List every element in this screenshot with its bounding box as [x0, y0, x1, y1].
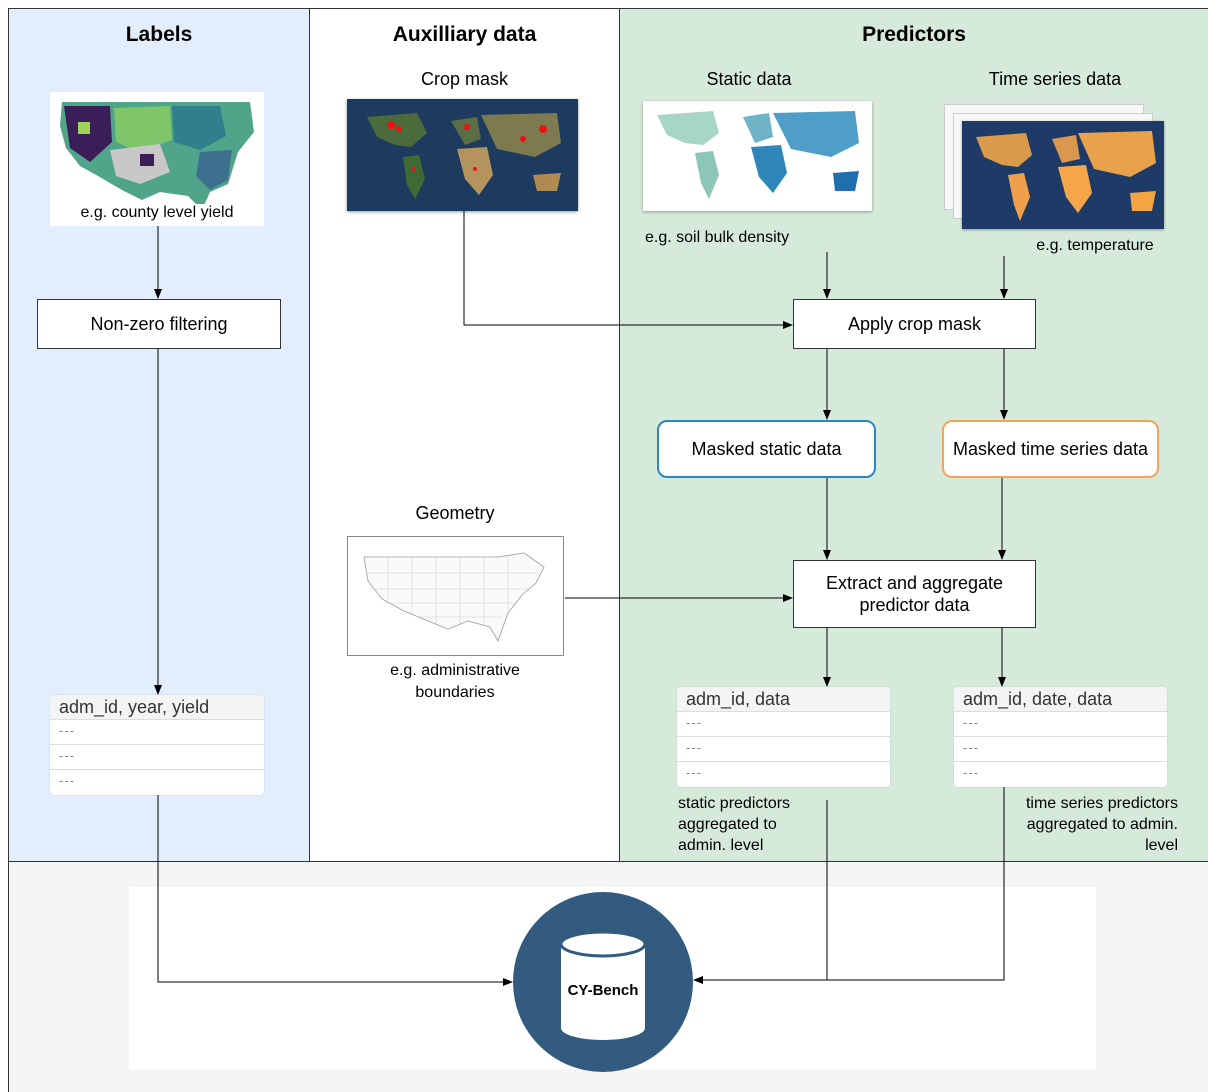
timeseries-title: Time series data [988, 69, 1122, 89]
table-row: --- [59, 773, 75, 788]
geometry-caption-1: e.g. administrative [390, 662, 520, 679]
static-note-line-3: admin. level [678, 837, 764, 854]
table-row: --- [50, 720, 264, 745]
timeseries-table: adm_id, date, data --- --- --- [954, 687, 1167, 787]
extract-aggregate-box: Extract and aggregate predictor data [793, 560, 1036, 628]
auxiliary-heading: Auxilliary data [392, 23, 537, 46]
labels-table-header: adm_id, year, yield [50, 695, 264, 720]
county-yield-caption: e.g. county level yield [50, 204, 264, 224]
geometry-caption-2: boundaries [415, 684, 495, 701]
arrow-timeseries-to-cybench [693, 787, 1005, 984]
timeseries-caption: e.g. temperature [1036, 237, 1154, 254]
table-row: --- [677, 712, 890, 737]
timeseries-map [962, 121, 1164, 229]
arrow-cropmask-to-apply [463, 211, 793, 329]
static-note: static predictors aggregated to admin. l… [678, 793, 818, 856]
predictors-heading: Predictors [862, 23, 966, 46]
table-row: --- [677, 737, 890, 762]
masked-static-data-box: Masked static data [657, 420, 876, 478]
table-row: --- [686, 765, 702, 780]
cybench-label: CY-Bench [567, 982, 639, 999]
extract-aggregate-line-1: Extract and aggregate [825, 573, 1004, 593]
static-note-line-2: aggregated to [678, 816, 777, 833]
labels-table: adm_id, year, yield --- --- --- [50, 695, 264, 795]
timeseries-table-header: adm_id, date, data [954, 687, 1167, 712]
static-table-header: adm_id, data [677, 687, 890, 712]
static-note-line-1: static predictors [678, 795, 791, 812]
table-row: --- [963, 765, 979, 780]
static-data-title: Static data [706, 69, 792, 89]
arrow-labels-to-cybench [157, 795, 513, 986]
geometry-map [347, 536, 564, 656]
timeseries-note: time series predictors aggregated to adm… [1000, 793, 1178, 856]
cybench-node [513, 892, 693, 1072]
masked-timeseries-data-box: Masked time series data [942, 420, 1159, 478]
crop-mask-title: Crop mask [420, 69, 509, 89]
county-yield-map [50, 92, 264, 226]
non-zero-filtering-box: Non-zero filtering [37, 299, 281, 349]
timeseries-note-line-3: level [1145, 837, 1178, 854]
extract-aggregate-line-2: predictor data [859, 595, 970, 615]
apply-crop-mask-box: Apply crop mask [793, 299, 1036, 349]
table-row: --- [954, 737, 1167, 762]
static-data-caption: e.g. soil bulk density [645, 229, 790, 246]
static-data-map [643, 101, 872, 211]
timeseries-note-line-2: aggregated to admin. [1026, 816, 1178, 833]
geometry-title: Geometry [415, 503, 495, 523]
labels-heading: Labels [125, 23, 193, 46]
crop-mask-map [347, 99, 578, 211]
static-table: adm_id, data --- --- --- [677, 687, 890, 787]
table-row: --- [50, 745, 264, 770]
line-static-to-cybench [826, 800, 1004, 981]
database-icon [513, 892, 693, 1072]
timeseries-note-line-1: time series predictors [1025, 795, 1178, 812]
table-row: --- [954, 712, 1167, 737]
